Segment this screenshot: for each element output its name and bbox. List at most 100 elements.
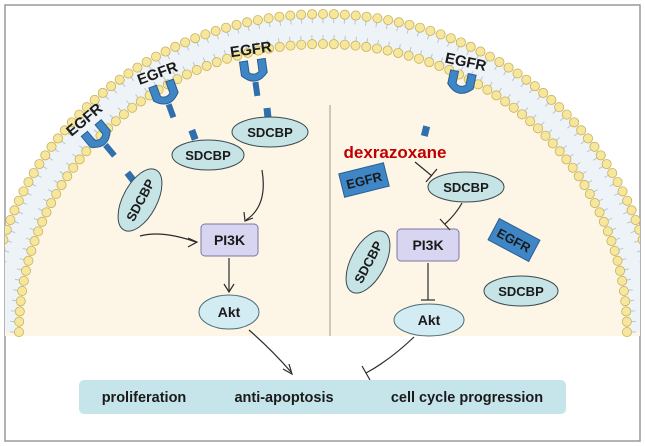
lipid-head [532, 123, 543, 134]
lipid-head [15, 296, 26, 307]
lipid-head [494, 56, 505, 67]
lipid-head [74, 109, 85, 120]
lipid-head [589, 141, 600, 152]
lipid-head [540, 130, 551, 141]
lipid-head [569, 117, 580, 128]
lipid-head [242, 17, 253, 28]
lipid-head [118, 109, 129, 120]
lipid-head [584, 188, 595, 199]
lipid-head [59, 125, 70, 136]
egfr-label: EGFR [229, 39, 273, 62]
lipid-head [393, 17, 404, 28]
lipid-head [221, 53, 232, 64]
lipid-head [350, 10, 361, 21]
lipid-head [512, 68, 523, 79]
lipid-head [274, 11, 285, 22]
lipid-head [201, 60, 212, 71]
lipid-head [46, 198, 57, 209]
lipid-head [491, 90, 502, 101]
lipid-head [317, 8, 328, 19]
lipid-head [598, 216, 609, 227]
inhibit-bar [361, 365, 371, 381]
lipid-head [508, 102, 519, 113]
lipid-head [601, 159, 612, 170]
lipid-head [29, 236, 40, 247]
lipid-head [81, 146, 92, 157]
lipid-head [425, 25, 436, 36]
lipid-head [612, 177, 623, 188]
lipid-head [554, 102, 565, 113]
lipid-head [573, 171, 584, 182]
lipid-head [525, 116, 536, 127]
arrowhead [223, 283, 235, 294]
lipid-head [561, 109, 572, 120]
lipid-head [546, 94, 557, 105]
sdcbp-anchor [188, 128, 199, 141]
arrow-akt-to-outcomes [248, 329, 292, 373]
lipid-head [13, 326, 24, 337]
lipid-head [435, 29, 446, 40]
lipid-head [97, 87, 108, 98]
lipid-head [285, 10, 296, 21]
lipid-head [252, 15, 263, 26]
akt-node-right: Akt [393, 303, 465, 337]
lipid-head [567, 162, 578, 173]
lipid-head [617, 186, 628, 197]
arrow-sdcbp-to-pi3k [139, 233, 197, 243]
lipid-head [106, 81, 117, 92]
lipid-head [582, 133, 593, 144]
lipid-head [576, 125, 587, 136]
lipid-head [17, 286, 28, 297]
lipid-head [160, 46, 171, 57]
lipid-head [181, 69, 192, 80]
lipid-head [13, 195, 24, 206]
lipid-head [637, 235, 640, 244]
lipid-head [595, 150, 606, 161]
lipid-head [615, 265, 626, 276]
lipid-head [46, 141, 57, 152]
lipid-head [0, 255, 2, 264]
lipid-head [434, 60, 445, 71]
lipid-head [503, 62, 514, 73]
lipid-head [62, 171, 73, 182]
arrowhead [243, 211, 254, 222]
lipid-head [617, 275, 628, 286]
lipid-head [242, 47, 253, 58]
svg-text:PI3K: PI3K [214, 232, 245, 248]
lipid-head [455, 37, 466, 48]
lipid-head [618, 286, 629, 297]
lipid-head [371, 43, 382, 54]
lipid-head [393, 47, 404, 58]
lipid-head [127, 102, 138, 113]
sdcbp-membrane-right: SDCBP [231, 116, 309, 148]
right-inhibition-lines [361, 161, 463, 381]
lipid-head [274, 41, 285, 52]
lipid-head [602, 226, 613, 237]
lipid-head [475, 46, 486, 57]
lipid-head [445, 33, 456, 44]
inhibit-akt-outcomes [365, 336, 415, 374]
lipid-head [40, 150, 51, 161]
lipid-head [606, 236, 617, 247]
lipid-tail [5, 260, 7, 263]
lipid-tail [5, 250, 10, 253]
lipid-head [221, 22, 232, 33]
lipid-head [5, 234, 9, 245]
lipid-head [404, 19, 415, 30]
lipid-head [263, 13, 274, 24]
lipid-head [547, 138, 558, 149]
inhibit-bar [425, 168, 438, 183]
svg-text:PI3K: PI3K [412, 237, 443, 253]
svg-text:SDCBP: SDCBP [443, 180, 489, 195]
pi3k-node-left: PI3K [200, 223, 259, 257]
lipid-head [328, 39, 339, 50]
pi3k-node-right: PI3K [396, 228, 460, 262]
lipid-head [66, 117, 77, 128]
svg-text:Akt: Akt [418, 312, 441, 328]
egfr-anchor [420, 125, 431, 137]
left-arrows [139, 169, 293, 376]
lipid-head [594, 207, 605, 218]
svg-text:SDCBP: SDCBP [247, 125, 293, 140]
lipid-head [621, 316, 632, 327]
